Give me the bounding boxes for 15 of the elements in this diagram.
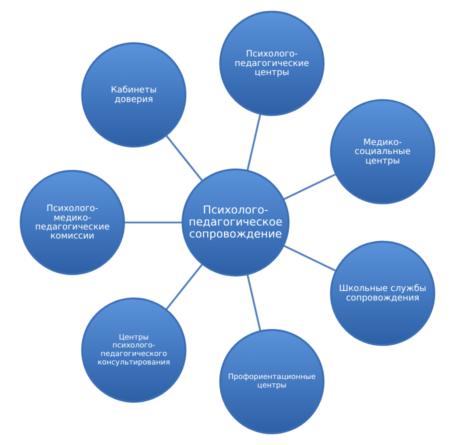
connector bbox=[246, 274, 262, 332]
node-circle: Психолого-педагогические центры bbox=[219, 10, 324, 116]
connector bbox=[283, 244, 336, 272]
node-circle: Школьные службы сопровождения bbox=[330, 240, 436, 346]
connector bbox=[246, 114, 262, 171]
node-circle: Медико-социальные центры bbox=[330, 99, 436, 204]
node-circle: Психолого-педагогическое сопровождение bbox=[182, 168, 290, 276]
node-circle: Профориентационные центры bbox=[219, 329, 324, 434]
connector bbox=[283, 173, 336, 200]
node-circle: Кабинеты доверия bbox=[81, 42, 186, 148]
connector bbox=[124, 222, 182, 224]
connector bbox=[165, 264, 203, 310]
node-circle: Центры психолого-педагогического консультирования bbox=[81, 298, 186, 403]
connector bbox=[165, 134, 203, 182]
node-circle: Психолого-медико-педагогические комиссии bbox=[20, 170, 125, 276]
